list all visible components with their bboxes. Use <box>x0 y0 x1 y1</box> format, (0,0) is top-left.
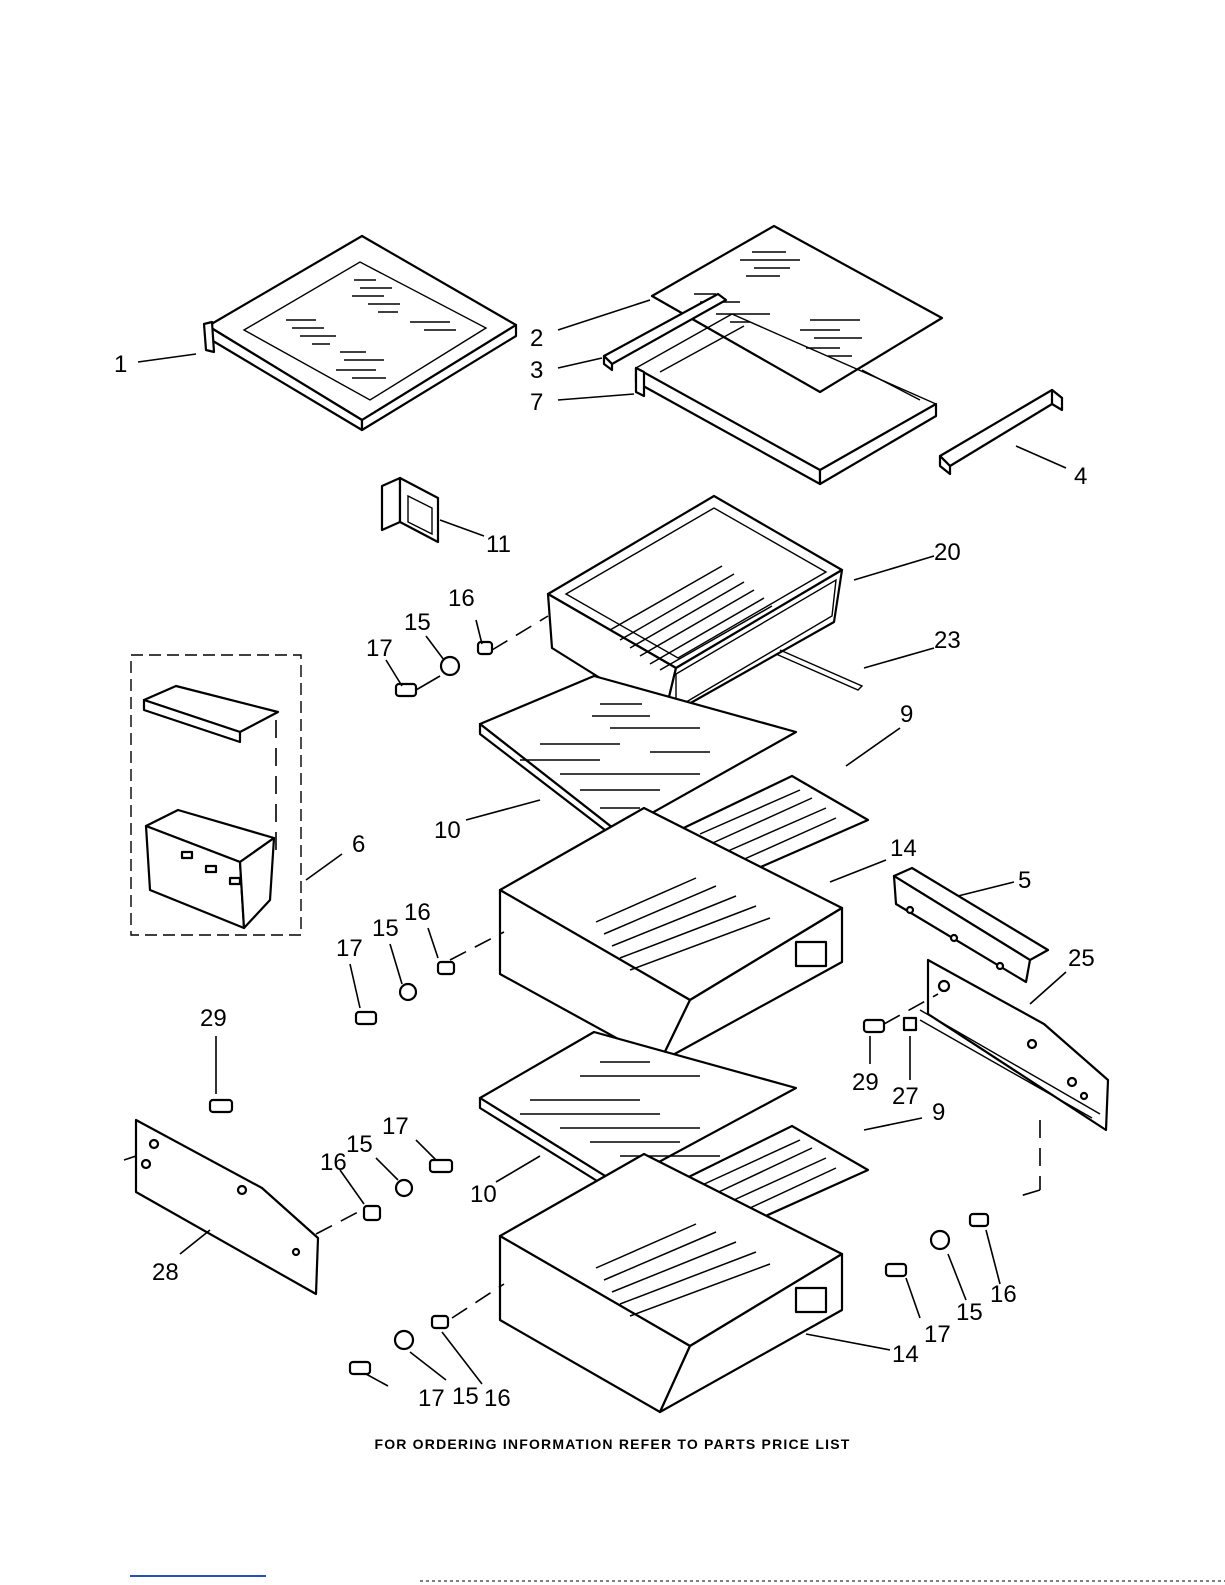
part-25-right-side-rail <box>920 960 1108 1196</box>
callout-9: 9 <box>932 1099 945 1126</box>
drawer-14-upper-fasteners <box>356 962 454 1024</box>
callout-27: 27 <box>892 1083 919 1110</box>
callout-16: 16 <box>404 899 431 926</box>
part-3-rail <box>604 294 726 370</box>
callout-16: 16 <box>990 1281 1017 1308</box>
drawer-14-lower-fasteners-left <box>350 1316 448 1374</box>
callout-15: 15 <box>346 1131 373 1158</box>
callout-25: 25 <box>1068 945 1095 972</box>
callout-11: 11 <box>486 531 511 558</box>
callout-5: 5 <box>1018 867 1031 894</box>
callout-1: 1 <box>114 351 127 378</box>
callout-14: 14 <box>892 1341 919 1368</box>
callout-17: 17 <box>382 1113 409 1140</box>
callout-6: 6 <box>352 831 365 858</box>
callout-29: 29 <box>852 1069 879 1096</box>
callout-17: 17 <box>366 635 393 662</box>
callout-16: 16 <box>484 1385 511 1412</box>
callout-15: 15 <box>404 609 431 636</box>
callout-4: 4 <box>1074 463 1087 490</box>
callout-17: 17 <box>336 935 363 962</box>
callout-3: 3 <box>530 357 543 384</box>
callout-29: 29 <box>200 1005 227 1032</box>
callout-16: 16 <box>448 585 475 612</box>
callout-17: 17 <box>418 1385 445 1412</box>
callout-14: 14 <box>890 835 917 862</box>
callout-2: 2 <box>530 325 543 352</box>
callout-15: 15 <box>956 1299 983 1326</box>
callout-20: 20 <box>934 539 961 566</box>
callout-23: 23 <box>934 627 961 654</box>
callout-7: 7 <box>530 389 543 416</box>
callout-16: 16 <box>320 1149 347 1176</box>
callout-15: 15 <box>452 1383 479 1410</box>
callout-17: 17 <box>924 1321 951 1348</box>
callout-15: 15 <box>372 915 399 942</box>
part-11-air-duct <box>382 478 438 542</box>
part-1-glass-shelf <box>204 236 516 430</box>
callout-9: 9 <box>900 701 913 728</box>
part-6-dairy-bin-group <box>131 655 301 935</box>
callout-10: 10 <box>470 1181 497 1208</box>
drawer-14-lower-fasteners-right <box>886 1214 988 1276</box>
bottom-edge-artifact <box>0 1572 1225 1585</box>
callout-28: 28 <box>152 1259 179 1286</box>
callout-10: 10 <box>434 817 461 844</box>
part-4-end-rail <box>940 390 1062 474</box>
ordering-information-note: FOR ORDERING INFORMATION REFER TO PARTS … <box>0 1436 1225 1452</box>
